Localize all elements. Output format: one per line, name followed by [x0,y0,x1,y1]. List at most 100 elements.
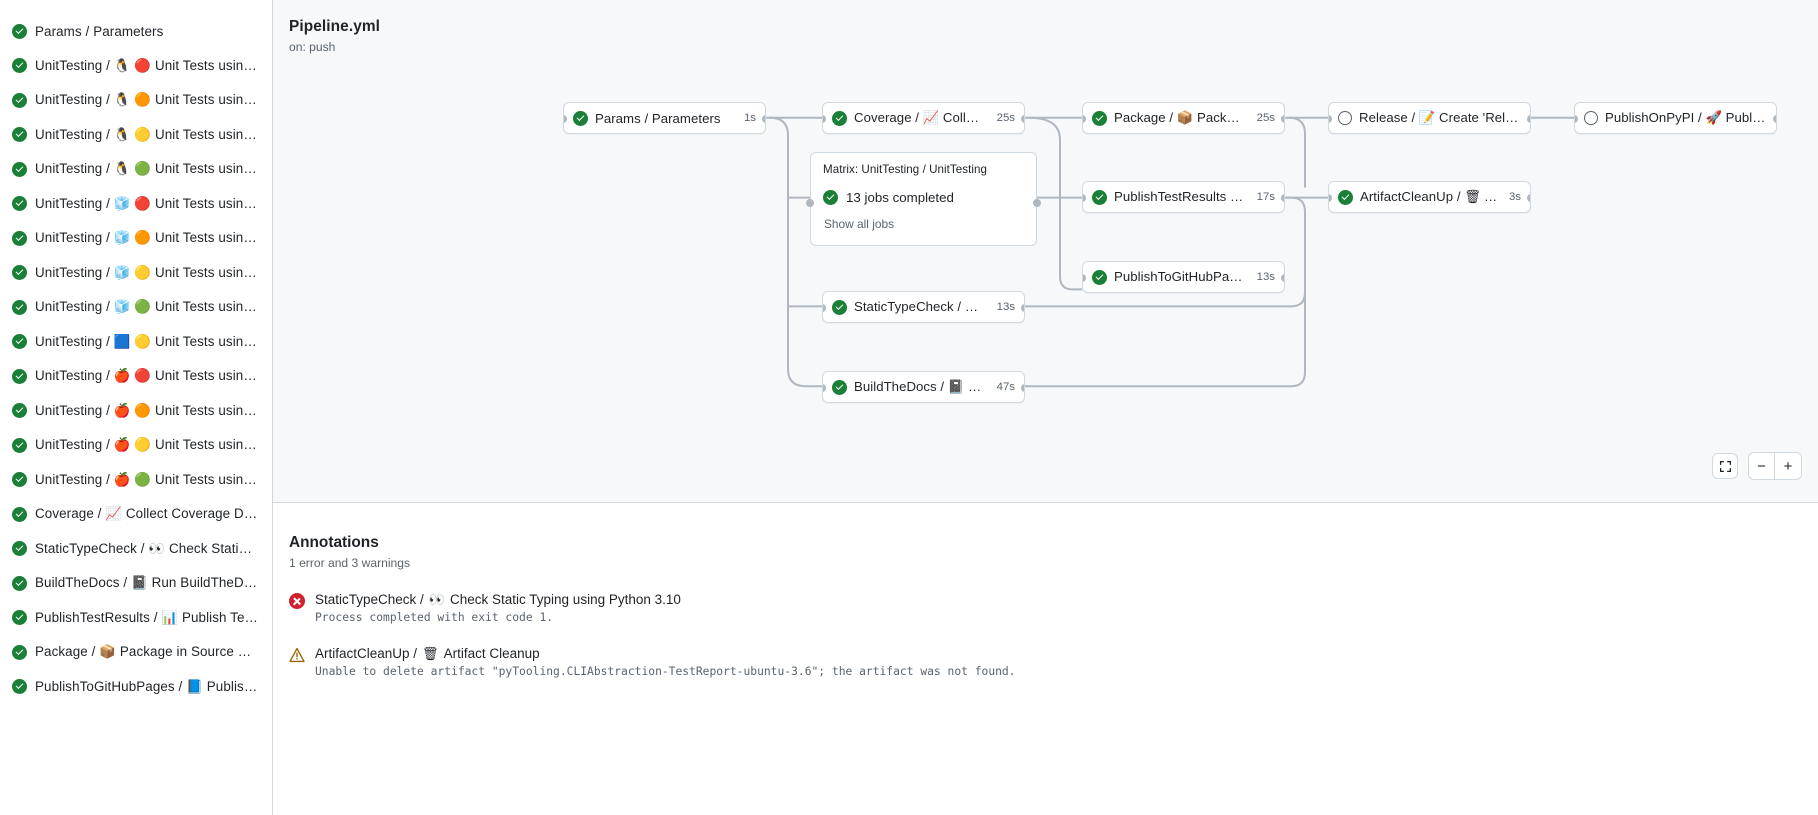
graph-node-label: StaticTypeCheck / 👀 Chec... [854,299,986,314]
node-output-port [1281,194,1284,202]
success-check-icon [12,610,27,626]
graph-node-duration: 47s [996,381,1015,393]
annotation-item[interactable]: StaticTypeCheck /👀Check Static Typing us… [289,592,1818,624]
graph-node-statictypecheck[interactable]: StaticTypeCheck / 👀 Chec... 13s [822,291,1025,323]
graph-node-publishpypi[interactable]: PublishOnPyPI / 🚀 Publish to ... [1574,102,1777,134]
graph-node-buildthedocs[interactable]: BuildTheDocs / 📓 Run Buil...47s [822,371,1025,403]
sidebar-job-item[interactable]: UnitTesting / 🧊 🟡 Unit Tests using Pyth.… [4,256,268,291]
success-check-icon [832,379,847,395]
success-check-icon [832,110,847,126]
sidebar-job-item[interactable]: UnitTesting / 🍎 🔴 Unit Tests using Pyth.… [4,359,268,394]
fullscreen-icon[interactable] [1712,453,1738,479]
sidebar-job-item[interactable]: UnitTesting / 🟦 🟡 Unit Tests using Pyth.… [4,325,268,360]
sidebar-job-label: UnitTesting / 🍎 🟠 Unit Tests using Pyth.… [35,402,258,418]
annotation-message: Process completed with exit code 1. [315,611,554,624]
node-input-port [564,115,567,123]
node-output-port [1527,194,1530,202]
sidebar-job-item[interactable]: UnitTesting / 🍎 🟠 Unit Tests using Pyth.… [4,394,268,429]
success-check-icon [12,230,27,246]
zoom-in-button[interactable]: + [1775,453,1801,479]
sidebar-job-item[interactable]: BuildTheDocs / 📓 Run BuildTheDocs [4,566,268,601]
sidebar-job-item[interactable]: UnitTesting / 🐧 🔴 Unit Tests using Pyth.… [4,49,268,84]
graph-node-duration: 13s [996,301,1015,313]
graph-zoom-controls: − + [1712,452,1802,480]
sidebar-job-item[interactable]: UnitTesting / 🐧 🟡 Unit Tests using Pyth.… [4,118,268,153]
node-input-port [1083,194,1086,202]
sidebar-job-item[interactable]: UnitTesting / 🧊 🔴 Unit Tests using Pyth.… [4,187,268,222]
sidebar-job-label: PublishTestResults / 📊 Publish Test Resu… [35,609,258,625]
matrix-summary: 13 jobs completed [846,190,954,205]
graph-node-duration: 25s [996,112,1015,124]
main-content: Pipeline.yml on: push [273,0,1818,815]
sidebar-job-item[interactable]: UnitTesting / 🍎 🟢 Unit Tests using Pyth.… [4,463,268,498]
success-check-icon [12,58,27,74]
success-check-icon [12,437,27,453]
node-output-port [1773,115,1776,123]
node-output-port [762,115,765,123]
success-check-icon [12,403,27,419]
sidebar-job-label: PublishToGitHubPages / 📘 Publish to G... [35,678,258,694]
node-output-port [1281,274,1284,282]
graph-node-publishghpages[interactable]: PublishToGitHubPages / 📘 ...13s [1082,261,1285,293]
sidebar-job-label: StaticTypeCheck / 👀 Check Static Typing.… [35,540,258,556]
graph-node-artifactcleanup[interactable]: ArtifactCleanUp / 🗑 Artifac...3s [1328,181,1531,213]
graph-node-release[interactable]: Release / 📝 Create 'Release P... [1328,102,1531,134]
zoom-button-group: − + [1748,452,1802,480]
sidebar-job-item[interactable]: Params / Parameters [4,14,268,49]
error-icon [289,593,305,609]
node-input-port [1575,115,1578,123]
success-check-icon [1092,189,1107,205]
show-all-jobs-link[interactable]: Show all jobs [824,217,895,231]
sidebar-job-label: UnitTesting / 🐧 🟡 Unit Tests using Pyth.… [35,126,258,142]
sidebar-job-label: Package / 📦 Package in Source and Wh... [35,644,258,660]
node-input-port [823,115,826,123]
graph-node-package[interactable]: Package / 📦 Package in So...25s [1082,102,1285,134]
sidebar-job-item[interactable]: UnitTesting / 🍎 🟡 Unit Tests using Pyth.… [4,428,268,463]
sidebar-job-item[interactable]: Coverage / 📈 Collect Coverage Data usi..… [4,497,268,532]
zoom-out-button[interactable]: − [1749,453,1775,479]
success-check-icon [12,679,27,695]
sidebar-job-item[interactable]: PublishToGitHubPages / 📘 Publish to G... [4,670,268,705]
node-input-port [1083,274,1086,282]
success-check-icon [1092,110,1107,126]
annotation-name: Check Static Typing using Python 3.10 [450,592,681,607]
graph-node-label: Package / 📦 Package in So... [1114,110,1246,125]
sidebar-job-item[interactable]: StaticTypeCheck / 👀 Check Static Typing.… [4,532,268,567]
graph-node-duration: 17s [1256,191,1275,203]
success-check-icon [12,299,27,315]
success-check-icon [12,23,27,39]
matrix-summary-row: 13 jobs completed [823,190,1024,205]
success-check-icon [12,575,27,591]
sidebar-job-item[interactable]: UnitTesting / 🧊 🟢 Unit Tests using Pyth.… [4,290,268,325]
matrix-title: Matrix: UnitTesting / UnitTesting [823,163,988,176]
success-check-icon [12,92,27,108]
graph-node-publishtestresults[interactable]: PublishTestResults / 📊 Pu...17s [1082,181,1285,213]
node-input-port [1329,194,1332,202]
annotation-emoji-icon: 🗑 [422,646,439,661]
matrix-group-unittesting[interactable]: Matrix: UnitTesting / UnitTesting 13 job… [806,152,1041,246]
annotation-heading: ArtifactCleanUp /🗑Artifact Cleanup [315,646,1802,661]
node-output-port [1021,304,1024,312]
sidebar-job-item[interactable]: UnitTesting / 🐧 🟠 Unit Tests using Pyth.… [4,83,268,118]
sidebar-job-item[interactable]: Package / 📦 Package in Source and Wh... [4,635,268,670]
sidebar-job-item[interactable]: UnitTesting / 🐧 🟢 Unit Tests using Pyth.… [4,152,268,187]
sidebar-job-label: UnitTesting / 🟦 🟡 Unit Tests using Pyth.… [35,333,258,349]
sidebar-job-label: UnitTesting / 🍎 🟢 Unit Tests using Pyth.… [35,471,258,487]
sidebar-job-label: UnitTesting / 🧊 🟠 Unit Tests using Pyth.… [35,230,258,246]
annotations-title: Annotations [289,534,379,551]
sidebar-job-item[interactable]: PublishTestResults / 📊 Publish Test Resu… [4,601,268,636]
annotation-message: Unable to delete artifact "pyTooling.CLI… [315,665,1016,678]
sidebar-job-label: UnitTesting / 🐧 🟢 Unit Tests using Pyth.… [35,161,258,177]
success-check-icon [823,190,838,205]
graph-node-duration: 1s [743,112,756,124]
annotations-section: Annotations 1 error and 3 warnings Stati… [273,515,1818,678]
sidebar-job-label: UnitTesting / 🍎 🟡 Unit Tests using Pyth.… [35,437,258,453]
sidebar-job-item[interactable]: UnitTesting / 🧊 🟠 Unit Tests using Pyth.… [4,221,268,256]
graph-node-coverage[interactable]: Coverage / 📈 Collect Cove...25s [822,102,1025,134]
